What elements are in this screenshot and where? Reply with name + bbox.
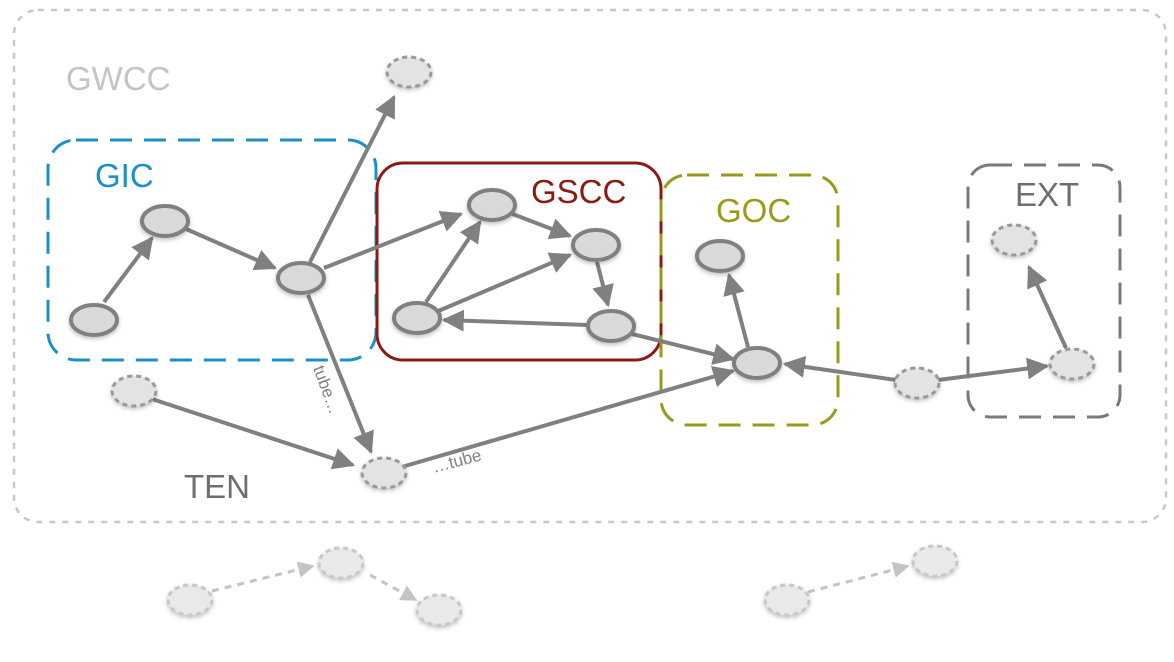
gic-region [46,138,378,362]
edge-ext-b-to-ext-a [1027,264,1068,349]
edge-gscc-d-to-gscc-c [441,309,589,332]
node-out-b [317,546,365,580]
ext-region [966,163,1122,419]
gscc-label: GSCC [531,173,626,210]
node-out-a [166,583,214,617]
edge-out-b-to-out-c [369,573,418,602]
edge-gic-c-to-top [308,95,396,263]
goc-label: GOC [716,192,791,229]
edge-out-d-to-out-e [807,561,910,594]
node-ten-a [110,374,158,408]
solid-nodes [69,188,782,380]
edge-gic-c-to-gscc-a [323,211,464,270]
node-top-dashed [385,55,433,89]
node-ten-b [360,456,408,490]
edge-ten-a-to-ten-b [151,397,356,470]
node-goc-b [732,346,782,380]
node-gic-a [69,303,119,337]
edge-gscc-c-to-gscc-b [435,252,573,314]
edge-gscc-c-to-gscc-a [424,220,482,304]
node-gscc-a [467,188,517,222]
node-mid-dashed [893,366,941,400]
node-gic-b [140,204,190,238]
edge-gic-b-to-gic-c [185,227,278,271]
edge-mid-to-ext-b [937,357,1050,382]
edges [102,95,1068,470]
edge-mid-to-goc-b [782,355,897,382]
faint-nodes [166,544,959,627]
node-goc-a [695,239,745,273]
edge-gscc-a-to-gscc-b [509,211,573,240]
node-gic-c [276,261,326,295]
dashed-nodes [110,55,1096,490]
ten-label: TEN [184,468,250,505]
edge-gic-c-to-ten-b [306,294,374,455]
edge-goc-b-to-goc-a [723,272,750,348]
ext-label: EXT [1015,176,1079,213]
gic-label: GIC [95,157,154,194]
edge-ten-b-to-goc-b [404,365,736,468]
faint-edges [211,561,910,602]
edge-gic-a-to-gic-b [102,236,154,304]
edge-gscc-b-to-gscc-d [592,261,614,308]
gwcc-label: GWCC [66,60,170,97]
node-out-c [415,593,463,627]
node-ext-b [1048,347,1096,381]
gscc-region [375,161,663,362]
node-gscc-b [571,228,621,262]
edge-gscc-d-to-goc-b [631,332,736,365]
node-gscc-d [586,309,636,343]
node-out-e [911,544,959,578]
node-ext-a [990,223,1038,257]
node-out-d [763,583,811,617]
gwcc-region [12,8,1168,524]
edge-out-a-to-out-b [211,561,315,593]
node-gscc-c [392,301,442,335]
